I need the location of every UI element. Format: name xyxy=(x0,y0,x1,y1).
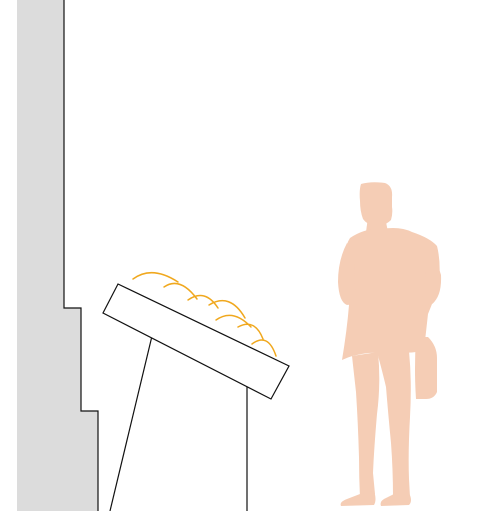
person-left-leg xyxy=(352,352,380,499)
wall-edge-line xyxy=(63,0,99,511)
light-arcs xyxy=(132,272,277,357)
person-right-shoe xyxy=(380,493,411,506)
person-right-arm xyxy=(420,246,442,306)
light-arc-6 xyxy=(237,323,264,340)
light-arc-4 xyxy=(208,299,246,319)
tilted-display-panel xyxy=(102,283,290,400)
panel-support-legs xyxy=(109,335,248,511)
person-left-shoe xyxy=(340,491,376,506)
person-right-leg xyxy=(377,351,411,499)
wall-section xyxy=(17,0,98,511)
light-arc-7 xyxy=(251,339,277,357)
support-leg-left xyxy=(109,335,153,511)
person-head xyxy=(359,182,393,226)
standing-person xyxy=(338,182,442,506)
person-neck xyxy=(366,217,388,232)
person-left-arm xyxy=(338,243,357,305)
light-arc-3 xyxy=(187,294,219,309)
light-arc-2 xyxy=(163,282,198,300)
light-arc-1 xyxy=(132,272,179,283)
light-arc-5 xyxy=(215,314,252,328)
person-bag xyxy=(415,337,437,399)
person-torso xyxy=(341,228,440,360)
